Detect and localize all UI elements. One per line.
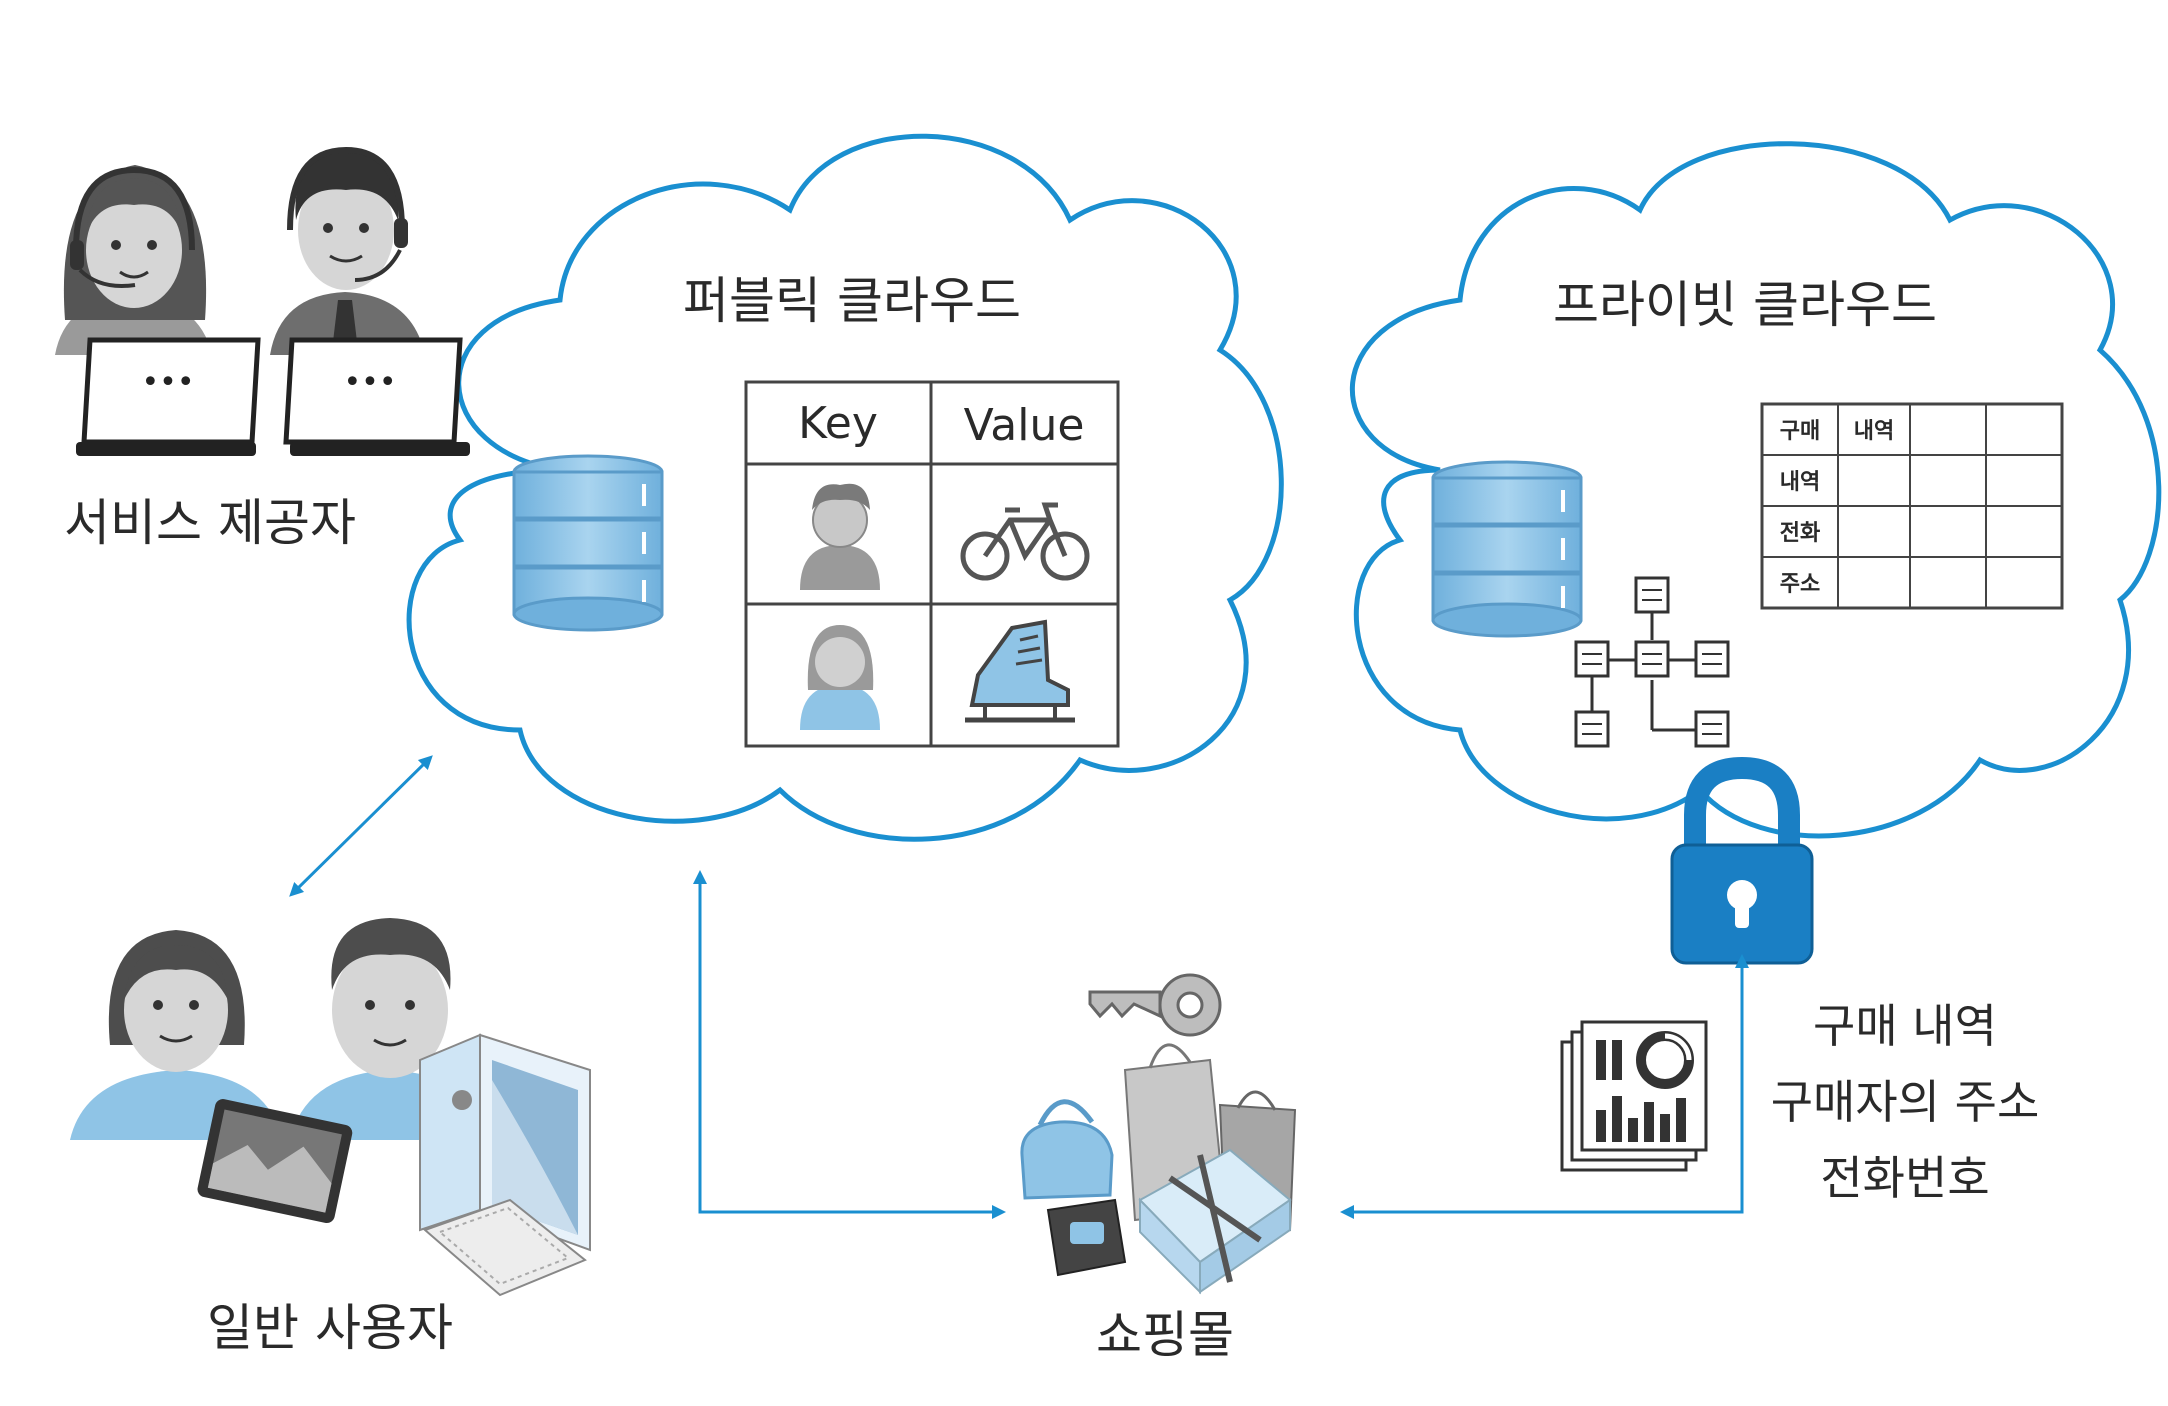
male-operator-icon bbox=[270, 146, 425, 360]
laptop-icon-left: ••• bbox=[76, 337, 261, 456]
female-user-icon bbox=[70, 930, 282, 1140]
public-cloud-title: 퍼블릭 클라우드 bbox=[683, 272, 1021, 330]
table-row-header-2: 내역 bbox=[1780, 470, 1820, 495]
key-icon bbox=[1088, 973, 1222, 1037]
private-cloud-outline bbox=[1350, 141, 2162, 839]
shopping-mall-label: 쇼핑몰 bbox=[1096, 1306, 1234, 1364]
key-value-table: Key Value bbox=[744, 380, 1120, 748]
private-database-icon bbox=[1431, 460, 1583, 638]
table-row-header-3: 전화 bbox=[1780, 521, 1820, 546]
laptop-screen-dots-right: ••• bbox=[343, 365, 396, 400]
arrow-user-public-cloud bbox=[289, 755, 433, 897]
service-provider-group: ••• ••• 서비스 제공자 bbox=[55, 146, 470, 552]
shopping-bags-icon bbox=[1020, 1043, 1297, 1295]
connection-arrows bbox=[289, 755, 1749, 1219]
service-provider-label: 서비스 제공자 bbox=[64, 494, 356, 552]
public-database-icon bbox=[512, 454, 664, 632]
hierarchy-tree-icon bbox=[1574, 576, 1730, 748]
general-user-group: 일반 사용자 bbox=[70, 918, 591, 1357]
purchase-info-group: 구매 내역 구매자의 주소 전화번호 bbox=[1560, 999, 2040, 1205]
general-user-label: 일반 사용자 bbox=[207, 1299, 453, 1357]
laptop-screen-dots-left: ••• bbox=[141, 365, 194, 400]
boy-avatar-icon bbox=[800, 483, 880, 590]
girl-avatar-icon bbox=[800, 625, 880, 730]
table-row-header-4: 주소 bbox=[1780, 572, 1820, 597]
desktop-computer-icon bbox=[419, 1033, 591, 1297]
female-operator-icon bbox=[55, 165, 212, 355]
value-header: Value bbox=[964, 400, 1085, 451]
purchase-info-line-1: 구매 내역 bbox=[1813, 999, 1997, 1053]
private-data-table: 구매 내역 내역 전화 주소 bbox=[1760, 402, 2064, 610]
public-cloud: 퍼블릭 클라우드 Key Value bbox=[406, 133, 1284, 842]
tablet-icon bbox=[197, 1099, 353, 1224]
bicycle-icon bbox=[960, 502, 1090, 581]
ice-skate-icon bbox=[965, 619, 1075, 723]
private-cloud-title: 프라이빗 클라우드 bbox=[1553, 276, 1937, 334]
table-row-header-1: 구매 bbox=[1780, 419, 1820, 444]
purchase-info-line-2: 구매자의 주소 bbox=[1771, 1075, 2040, 1129]
arrow-public-cloud-shopping-mall bbox=[693, 870, 1006, 1219]
laptop-icon-right: ••• bbox=[283, 337, 470, 456]
purchase-info-line-3: 전화번호 bbox=[1820, 1151, 1989, 1205]
report-documents-icon bbox=[1560, 1020, 1708, 1172]
table-col-header-2: 내역 bbox=[1854, 419, 1894, 444]
padlock-icon bbox=[1670, 756, 1814, 965]
arrow-private-cloud-shopping-mall bbox=[1340, 954, 1749, 1219]
key-header: Key bbox=[798, 398, 878, 449]
shopping-mall-group: 쇼핑몰 bbox=[1020, 973, 1297, 1364]
private-cloud: 프라이빗 클라우드 bbox=[1350, 141, 2162, 965]
